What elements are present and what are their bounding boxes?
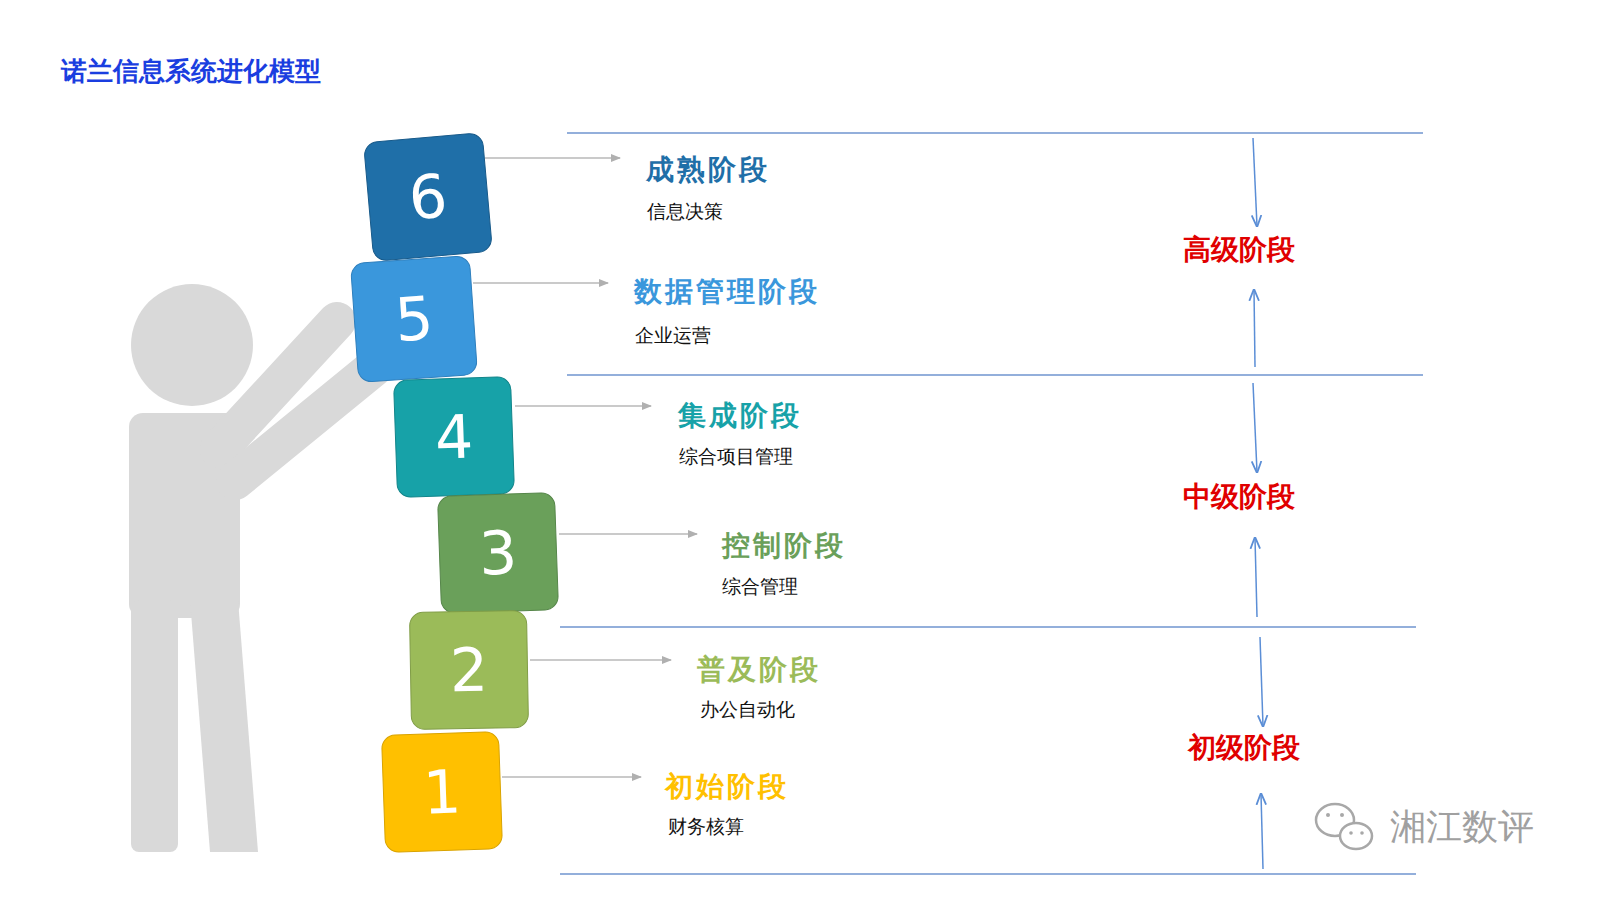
number-block: 5 (350, 255, 478, 383)
stage-name: 成熟阶段 (646, 153, 770, 187)
number-block: 4 (393, 376, 515, 498)
block-number: 5 (393, 288, 435, 351)
stage-desc: 综合项目管理 (679, 445, 793, 468)
number-block: 2 (409, 610, 529, 730)
block-number: 6 (406, 165, 449, 228)
stage-desc: 办公自动化 (700, 698, 795, 721)
stage-desc: 企业运营 (635, 324, 711, 347)
stage-desc: 财务核算 (668, 815, 744, 838)
block-number: 1 (422, 761, 462, 822)
stage-name: 控制阶段 (722, 529, 846, 563)
level-label: 中级阶段 (1183, 480, 1295, 514)
number-block: 1 (381, 731, 503, 853)
stage-name: 数据管理阶段 (634, 275, 820, 309)
block-number: 2 (449, 640, 488, 701)
level-label: 高级阶段 (1183, 233, 1295, 267)
stage-name: 普及阶段 (697, 653, 821, 687)
stage-name: 集成阶段 (678, 399, 802, 433)
person-figure (129, 284, 393, 852)
stage-desc: 信息决策 (647, 200, 723, 223)
number-block: 6 (363, 132, 493, 262)
block-number: 3 (478, 522, 518, 583)
number-block: 3 (437, 492, 559, 614)
stage-desc: 综合管理 (722, 575, 798, 598)
watermark: 湘江数评 (1390, 805, 1534, 848)
divider-lines (560, 133, 1423, 874)
wechat-icon (1316, 804, 1372, 849)
diagram-title: 诺兰信息系统进化模型 (61, 54, 321, 89)
level-label: 初级阶段 (1188, 731, 1300, 765)
stage-name: 初始阶段 (665, 770, 789, 804)
block-number: 4 (434, 406, 474, 467)
